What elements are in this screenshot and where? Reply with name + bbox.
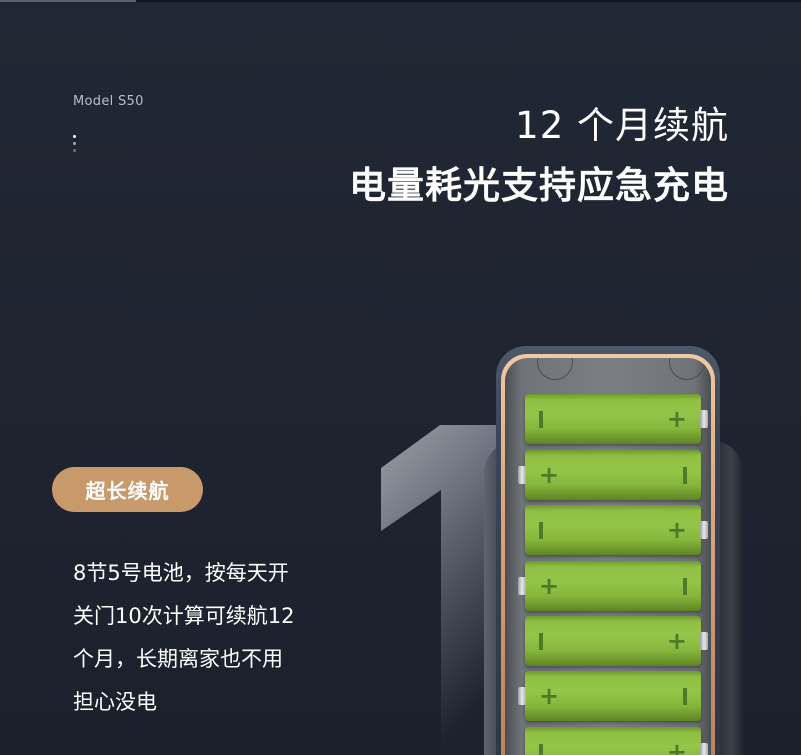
battery: +	[525, 505, 708, 555]
plus-icon: +	[666, 738, 687, 755]
minus-icon	[539, 411, 543, 428]
battery: +	[525, 394, 708, 444]
headline-line-1: 12 个月续航	[515, 104, 729, 147]
battery-terminal	[518, 687, 526, 705]
compartment-clip	[537, 358, 573, 380]
description-line: 担心没电	[73, 690, 157, 714]
minus-icon	[539, 522, 543, 539]
big-numeral-one-graphic	[381, 425, 510, 755]
battery: +	[518, 450, 701, 500]
feature-description: 8节5号电池，按每天开 关门10次计算可续航12 个月，长期离家也不用 担心没电	[73, 552, 363, 724]
battery-terminal	[700, 632, 708, 650]
compartment-clip	[669, 358, 705, 380]
battery: +	[518, 561, 701, 611]
feature-badge: 超长续航	[52, 467, 203, 512]
headline: 12 个月续航 电量耗光支持应急充电	[349, 96, 729, 216]
minus-icon	[683, 688, 687, 705]
battery-terminal	[700, 410, 708, 428]
battery-terminal	[700, 743, 708, 755]
description-line: 关门10次计算可续航12	[73, 604, 295, 628]
pagination-dots	[73, 135, 77, 156]
battery-terminal	[700, 521, 708, 539]
pagination-dot[interactable]	[73, 149, 76, 152]
pagination-dot[interactable]	[73, 142, 76, 145]
battery: +	[525, 616, 708, 666]
battery-terminal	[518, 577, 526, 595]
headline-line-2: 电量耗光支持应急充电	[349, 164, 729, 207]
battery-terminal	[518, 466, 526, 484]
plus-icon: +	[666, 405, 687, 433]
plus-icon: +	[666, 516, 687, 544]
plus-icon: +	[539, 461, 560, 489]
description-line: 个月，长期离家也不用	[73, 647, 283, 671]
battery: +	[525, 727, 708, 755]
battery-compartment: + + + + + + +	[505, 358, 711, 755]
minus-icon	[683, 467, 687, 484]
minus-icon	[683, 578, 687, 595]
minus-icon	[539, 633, 543, 650]
minus-icon	[539, 744, 543, 755]
battery: +	[518, 671, 701, 721]
plus-icon: +	[666, 627, 687, 655]
top-edge	[0, 0, 801, 2]
model-label: Model S50	[73, 94, 144, 109]
description-line: 8节5号电池，按每天开	[73, 561, 289, 585]
pagination-dot-active[interactable]	[73, 135, 76, 138]
plus-icon: +	[539, 572, 560, 600]
plus-icon: +	[539, 682, 560, 710]
